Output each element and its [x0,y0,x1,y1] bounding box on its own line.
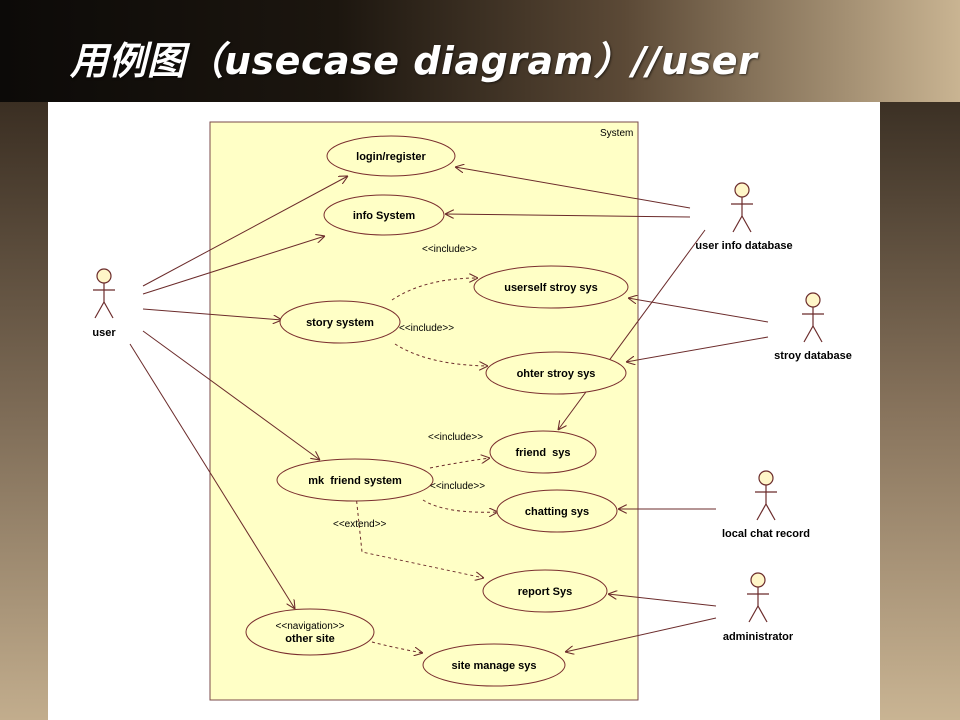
assoc-stroydb-userself [628,298,769,323]
actor-stroy-database-label: stroy database [774,350,852,362]
usecase-ohter-stroy-sys [485,351,627,395]
usecase-userself-stroy-sys-label: userself stroy sys [504,282,598,294]
usecase-userself-stroy-sys [473,265,629,309]
system-label: System [600,128,633,139]
include-story-ohter [394,343,488,366]
slide-background-right [880,100,960,720]
actor-user-info-database [731,182,753,233]
assoc-user-login [142,176,348,287]
usecase-other-site-label: other site [285,633,335,645]
usecase-other-site [245,608,375,656]
actor-user-label: user [92,327,116,339]
assoc-user-othersite [129,343,295,609]
include-label-2: <<include>> [399,323,454,334]
assoc-user-info [142,236,325,295]
include-story-userself [391,278,478,301]
usecase-login-register [326,135,456,177]
assoc-admin-report [608,594,717,607]
actor-administrator-label: administrator [723,631,794,643]
usecase-site-manage-sys [422,643,566,687]
assoc-userinfo-login [455,167,691,209]
slide-background-left [0,100,48,720]
usecase-story-system [279,300,401,344]
diagram-canvas: System [48,102,880,720]
actor-local-chat-record [755,470,777,521]
assoc-userinfo-friend [558,229,706,430]
slide-title: 用例图（usecase diagram）//user [70,39,758,83]
extend-label: <<extend>> [333,519,387,530]
usecase-site-manage-sys-label: site manage sys [452,660,537,672]
usecase-info-system-label: info System [353,210,416,222]
include-label-1: <<include>> [422,244,477,255]
usecase-friend-sys [489,430,597,474]
assoc-user-mkfriend [142,330,320,460]
title-bar: 用例图（usecase diagram）//user [0,0,960,102]
usecase-chatting-sys-label: chatting sys [525,506,589,518]
usecase-ohter-stroy-sys-label: ohter stroy sys [517,368,596,380]
actor-administrator [747,572,769,623]
usecase-info-system [323,194,445,236]
include-label-4: <<include>> [430,481,485,492]
include-mkfriend-chatting [422,499,498,512]
usecase-other-site-stereotype: <<navigation>> [276,621,345,632]
include-mkfriend-friend [429,458,490,469]
dependency-othersite-sitemanage [371,641,423,653]
actor-user-info-database-label: user info database [695,240,792,252]
usecase-mk-friend-system-label: mk friend system [308,475,402,487]
usecase-friend-sys-label: friend sys [515,447,570,459]
usecase-login-register-label: login/register [356,151,426,163]
assoc-user-story [142,308,282,320]
usecase-chatting-sys [496,489,618,533]
include-label-3: <<include>> [428,432,483,443]
assoc-userinfo-info [445,214,691,217]
usecase-mk-friend-system [276,458,434,502]
usecase-report-sys [482,569,608,613]
assoc-stroydb-ohter [626,336,769,362]
actor-local-chat-record-label: local chat record [722,528,810,540]
usecase-diagram: System [92,121,852,701]
actor-user [93,268,115,319]
assoc-admin-sitemanage [565,617,717,652]
usecase-report-sys-label: report Sys [518,586,572,598]
usecase-story-system-label: story system [306,317,374,329]
extend-mkfriend-report [355,494,484,578]
actor-stroy-database [802,292,824,343]
